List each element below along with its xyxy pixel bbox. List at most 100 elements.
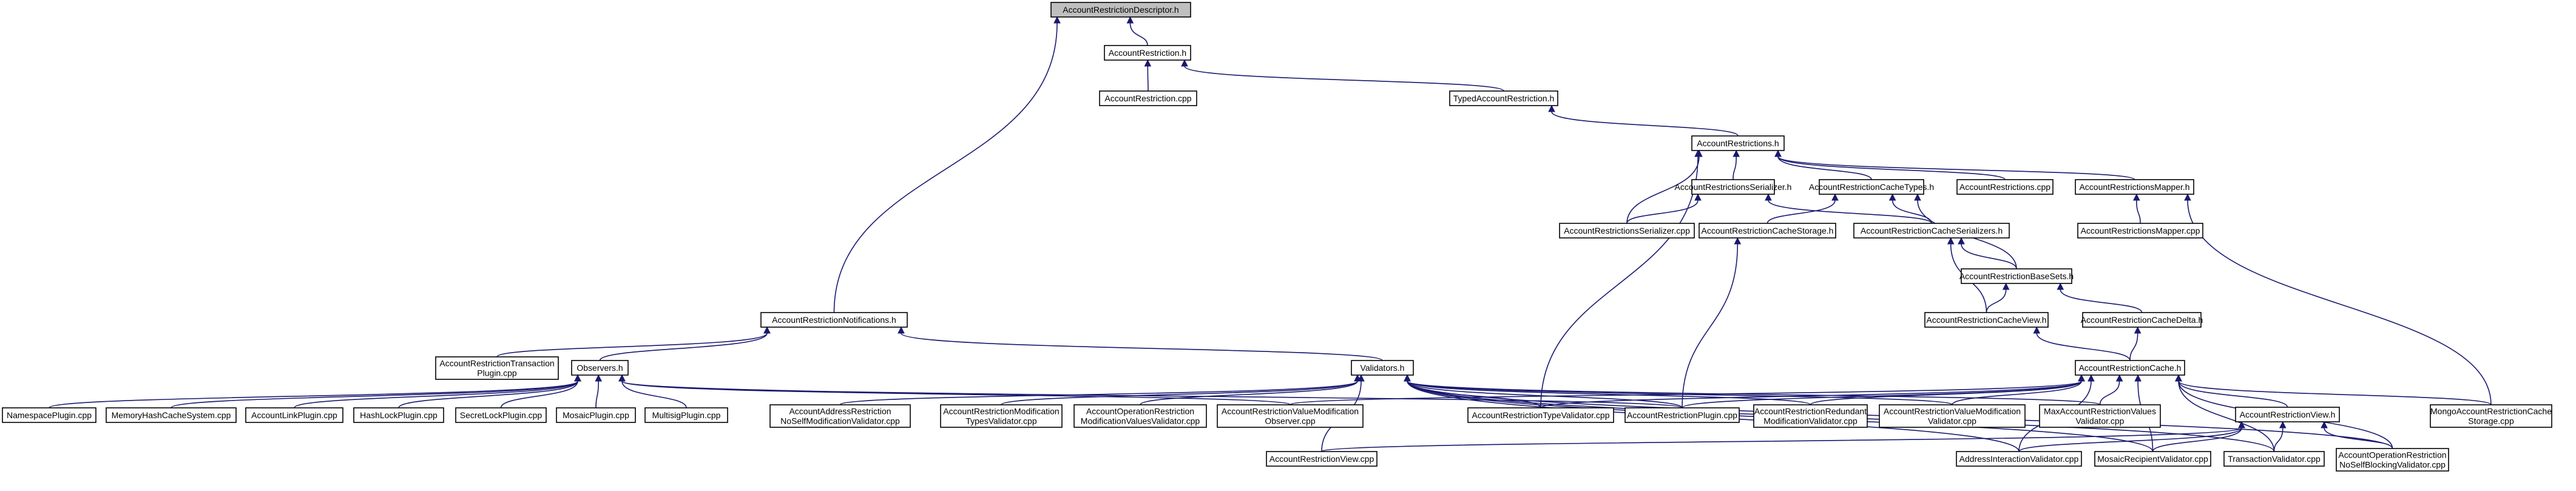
node-box	[1819, 179, 1924, 195]
node-box	[1099, 90, 1197, 106]
node-label: ModificationValidator.cpp	[1763, 416, 1858, 426]
node-label: TransactionValidator.cpp	[2228, 454, 2321, 464]
edge-val-to-arn	[898, 326, 1383, 361]
file-node-accountrestrictionbasesets-h[interactable]: AccountRestrictionBaseSets.h	[1959, 268, 2074, 284]
node-label: AccountOperationRestriction	[1086, 407, 1194, 416]
file-node-accountrestrictions-cpp[interactable]: AccountRestrictions.cpp	[1956, 179, 2054, 195]
file-node-accountrestrictionsserializer-cpp[interactable]: AccountRestrictionsSerializer.cpp	[1559, 223, 1695, 239]
file-node-observers-h[interactable]: Observers.h	[571, 360, 629, 376]
arrowhead	[2279, 421, 2287, 428]
edge-arp-to-obs	[618, 374, 1683, 408]
file-node-accountrestrictionsserializer-h[interactable]: AccountRestrictionsSerializer.h	[1675, 179, 1792, 195]
file-node-typedaccountrestriction-h[interactable]: TypedAccountRestriction.h	[1449, 90, 1558, 106]
node-label: NoSelfBlockingValidator.cpp	[2339, 460, 2446, 470]
edge-line	[2129, 333, 2138, 361]
node-box	[1853, 223, 2010, 239]
file-node-transactionvalidator-cpp[interactable]: TransactionValidator.cpp	[2223, 451, 2325, 467]
edge-obs-to-arn	[599, 326, 771, 361]
file-node-multisigplugin-cpp[interactable]: MultisigPlugin.cpp	[644, 407, 728, 423]
file-node-accountrestrictioncache-h[interactable]: AccountRestrictionCache.h	[2075, 360, 2185, 376]
edge-arcv-to-arbs	[1986, 282, 2010, 313]
edge-arvmo-to-obs	[618, 374, 1291, 405]
file-node-accountrestrictioncachestorage-h[interactable]: AccountRestrictionCacheStorage.h	[1699, 223, 1836, 239]
edge-arn-to-ard	[833, 16, 1061, 313]
edge-aornsbv-to-arview	[2321, 421, 2393, 449]
edge-mp-to-obs	[595, 374, 603, 408]
edge-arcpp-to-ar	[1144, 59, 1152, 92]
node-label: AccountRestrictionModification	[943, 407, 1059, 416]
edge-line	[839, 381, 1358, 405]
file-node-accountrestrictions-h[interactable]: AccountRestrictions.h	[1691, 135, 1785, 151]
arrowhead	[1914, 193, 1921, 201]
edge-line	[1540, 381, 2082, 408]
edge-arcser-to-arser	[1765, 193, 1932, 224]
node-label: Validator.cpp	[2076, 416, 2125, 426]
file-node-accountoperationrestriction-noselfblockingvalidator-cpp[interactable]: AccountOperationRestrictionNoSelfBlockin…	[2336, 448, 2449, 472]
file-node-accountrestrictionmodification-typesvalidator-cpp[interactable]: AccountRestrictionModificationTypesValid…	[940, 404, 1063, 428]
node-box	[1924, 312, 2049, 328]
arrowhead	[1765, 193, 1772, 201]
file-node-accountrestriction-h[interactable]: AccountRestriction.h	[1104, 45, 1191, 61]
arrowhead	[595, 374, 603, 382]
file-node-accountlinkplugin-cpp[interactable]: AccountLinkPlugin.cpp	[245, 407, 343, 423]
file-node-accountaddressrestriction-noselfmodificationvalidator-cpp[interactable]: AccountAddressRestrictionNoSelfModificat…	[769, 404, 911, 428]
file-node-hashlockplugin-cpp[interactable]: HashLockPlugin.cpp	[353, 407, 444, 423]
file-node-accountrestrictionsmapper-cpp[interactable]: AccountRestrictionsMapper.cpp	[2077, 223, 2203, 239]
file-node-accountrestrictiontypevalidator-cpp[interactable]: AccountRestrictionTypeValidator.cpp	[1467, 407, 1614, 423]
file-node-accountrestrictioncacheview-h[interactable]: AccountRestrictionCacheView.h	[1924, 312, 2049, 328]
file-node-accountrestrictioncachedelta-h[interactable]: AccountRestrictionCacheDelta.h	[2081, 312, 2203, 328]
file-node-accountrestrictionsmapper-h[interactable]: AccountRestrictionsMapper.h	[2075, 179, 2194, 195]
arrowhead	[2134, 374, 2142, 382]
file-node-accountrestrictionvaluemodification-validator-cpp[interactable]: AccountRestrictionValueModificationValid…	[1879, 404, 2026, 428]
arrowhead	[1733, 149, 1740, 157]
arrowhead	[898, 326, 905, 334]
edge-line	[2060, 289, 2143, 313]
file-node-accountrestrictioncachetypes-h[interactable]: AccountRestrictionCacheTypes.h	[1809, 179, 1934, 195]
node-label: MemoryHashCacheSystem.cpp	[112, 410, 231, 420]
file-node-accountrestrictionview-h[interactable]: AccountRestrictionView.h	[2235, 407, 2340, 422]
file-node-accountrestrictionvaluemodification-observer-cpp[interactable]: AccountRestrictionValueModificationObser…	[1217, 404, 1364, 428]
file-node-memoryhashcachesystem-cpp[interactable]: MemoryHashCacheSystem.cpp	[106, 407, 237, 423]
node-label: AccountRestrictionsSerializer.cpp	[1564, 226, 1690, 235]
edge-line	[621, 381, 1291, 405]
edge-line	[2178, 381, 2288, 408]
node-box	[1961, 268, 2072, 284]
node-label: AccountRestrictionView.cpp	[1269, 454, 1374, 464]
file-node-accountrestrictiondescriptor-h[interactable]: AccountRestrictionDescriptor.h	[1050, 2, 1191, 18]
node-label: AccountRestriction.h	[1109, 48, 1186, 58]
file-node-validators-h[interactable]: Validators.h	[1351, 360, 1414, 376]
file-node-mosaicrecipientvalidator-cpp[interactable]: MosaicRecipientValidator.cpp	[2094, 451, 2211, 467]
edge-arbs-to-arcser	[1958, 237, 2017, 269]
node-label: AccountRestrictionPlugin.cpp	[1627, 410, 1737, 420]
file-node-mosaicplugin-cpp[interactable]: MosaicPlugin.cpp	[556, 407, 636, 423]
file-node-accountrestrictionnotifications-h[interactable]: AccountRestrictionNotifications.h	[760, 312, 908, 328]
edge-msp-to-obs	[618, 374, 687, 408]
node-label: AccountRestrictionCacheView.h	[1926, 315, 2046, 325]
file-node-accountrestriction-cpp[interactable]: AccountRestriction.cpp	[1099, 90, 1197, 106]
file-node-secretlockplugin-cpp[interactable]: SecretLockPlugin.cpp	[455, 407, 547, 423]
file-node-accountrestrictioncacheserializers-h[interactable]: AccountRestrictionCacheSerializers.h	[1853, 223, 2010, 239]
file-node-accountrestrictionplugin-cpp[interactable]: AccountRestrictionPlugin.cpp	[1624, 407, 1740, 423]
edge-line	[1626, 156, 1700, 224]
edge-marvv-to-arc	[2099, 374, 2123, 405]
node-label: ModificationValuesValidator.cpp	[1081, 416, 1200, 426]
edge-line	[1540, 156, 1699, 408]
file-node-addressinteractionvalidator-cpp[interactable]: AddressInteractionValidator.cpp	[1956, 451, 2082, 467]
file-node-accountoperationrestriction-modificationvaluesvalidator-cpp[interactable]: AccountOperationRestrictionModificationV…	[1073, 404, 1207, 428]
node-box	[1691, 135, 1785, 151]
node-label: Observers.h	[576, 363, 623, 373]
node-label: TypesValidator.cpp	[965, 416, 1036, 426]
edge-tar-to-ar	[1181, 59, 1504, 92]
file-node-accountrestrictionredundant-modificationvalidator-cpp[interactable]: AccountRestrictionRedundantModificationV…	[1753, 404, 1868, 428]
node-box	[2077, 223, 2203, 239]
file-node-namespaceplugin-cpp[interactable]: NamespacePlugin.cpp	[2, 407, 96, 423]
file-node-accountrestrictionview-cpp[interactable]: AccountRestrictionView.cpp	[1266, 451, 1378, 467]
edge-line	[901, 333, 1383, 361]
edge-arsercpp-to-arser	[1626, 193, 1702, 224]
edge-line	[599, 333, 768, 361]
arrowhead	[1888, 193, 1896, 201]
